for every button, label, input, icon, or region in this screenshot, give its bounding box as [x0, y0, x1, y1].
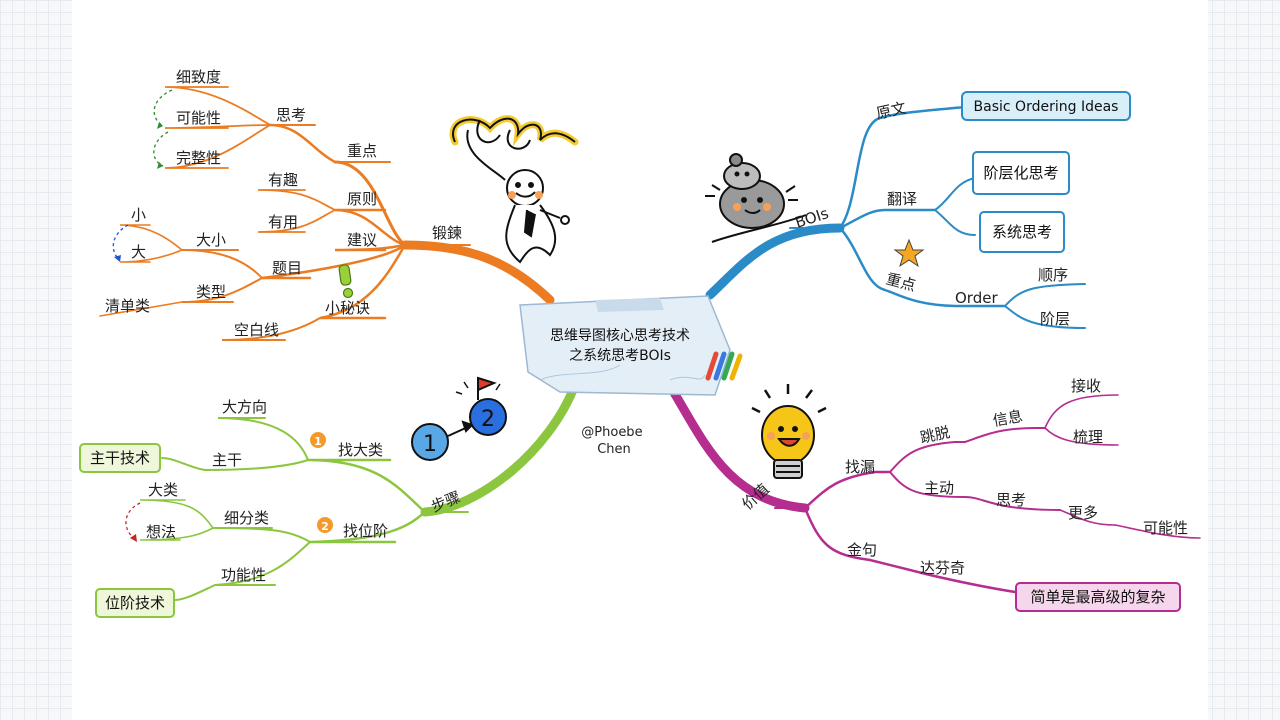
- badge-step1-label: 1: [314, 435, 322, 448]
- box-jiandan[interactable]: 简单是最高级的复杂: [1015, 582, 1181, 612]
- center-title-line1: 思维导图核心思考技术: [550, 328, 690, 344]
- node-order[interactable]: Order: [955, 289, 998, 307]
- node-youqu[interactable]: 有趣: [268, 171, 298, 189]
- badge-step2-label: 2: [321, 520, 329, 533]
- node-daxiao[interactable]: 大小: [196, 231, 226, 249]
- node-timu[interactable]: 题目: [272, 259, 302, 277]
- node-qingdanlei[interactable]: 清单类: [105, 297, 150, 315]
- author-credit: @Phoebe Chen: [581, 425, 646, 457]
- node-zhudong[interactable]: 主动: [924, 479, 954, 497]
- node-kenengxing-jiazhi[interactable]: 可能性: [1143, 519, 1188, 537]
- node-wanzhengxing[interactable]: 完整性: [176, 149, 221, 167]
- node-zhaolou[interactable]: 找漏: [845, 458, 875, 476]
- box-zhugan-jishu-label: 主干技术: [90, 449, 150, 467]
- node-jinju[interactable]: 金句: [847, 541, 877, 559]
- node-yuanwen[interactable]: 原文: [875, 99, 908, 123]
- node-dafenqi[interactable]: 达芬奇: [920, 559, 965, 577]
- node-leixing[interactable]: 类型: [196, 283, 226, 301]
- node-xifenlei[interactable]: 细分类: [224, 509, 269, 527]
- badge-step1: 1: [310, 432, 326, 448]
- node-jianyi[interactable]: 建议: [347, 231, 377, 249]
- node-da[interactable]: 大: [131, 243, 146, 261]
- node-jieceng[interactable]: 阶层: [1040, 310, 1070, 328]
- node-tiaotuo[interactable]: 跳脱: [918, 423, 951, 447]
- lightbulb-icon: [751, 384, 827, 479]
- center-title-line2: 之系统思考BOIs: [569, 348, 671, 364]
- node-xiaomijue[interactable]: 小秘诀: [325, 299, 370, 317]
- node-shuli[interactable]: 梳理: [1073, 428, 1103, 446]
- box-basic-ordering-ideas[interactable]: Basic Ordering Ideas: [961, 91, 1131, 121]
- node-zhugan[interactable]: 主干: [212, 451, 242, 469]
- arrowhead-icon: [130, 534, 137, 542]
- node-shunxu[interactable]: 顺序: [1038, 266, 1068, 284]
- box-weijie-jishu-label: 位阶技术: [105, 594, 165, 612]
- arrowhead-icon: [157, 162, 163, 169]
- box-basic-ordering-ideas-label: Basic Ordering Ideas: [974, 99, 1119, 115]
- box-zhugan-jishu[interactable]: 主干技术: [79, 443, 161, 473]
- badge-step2: 2: [317, 517, 333, 533]
- sequence-arrow-xifenlei: [125, 502, 141, 541]
- box-jiecenghua[interactable]: 阶层化思考: [972, 151, 1070, 195]
- box-xitongsikao-label: 系统思考: [992, 223, 1052, 241]
- node-kongbaixian[interactable]: 空白线: [234, 321, 279, 339]
- node-zhongdian[interactable]: 重点: [347, 142, 377, 160]
- node-kenengxing[interactable]: 可能性: [176, 109, 221, 127]
- node-duanlian[interactable]: 锻鍊: [432, 224, 462, 242]
- star-icon: [893, 238, 925, 268]
- labels-jiazhi: 价值 找漏 跳脱 信息 接收 梳理 主动 思考 更多 可能性 金句 达芬奇: [738, 377, 1188, 577]
- box-jiandan-label: 简单是最高级的复杂: [1030, 588, 1165, 606]
- node-zhaodalei[interactable]: 找大类: [338, 441, 383, 459]
- node-sikao[interactable]: 思考: [276, 106, 306, 124]
- node-xizhidu[interactable]: 细致度: [176, 68, 221, 86]
- sequence-arrow-daxiao: [112, 224, 129, 261]
- arrowhead-icon: [157, 122, 163, 129]
- node-youyong[interactable]: 有用: [268, 213, 298, 231]
- markers-icon: [705, 351, 743, 381]
- step-progress-icon: 1 2: [411, 376, 507, 461]
- step-figure-one: 1: [423, 432, 437, 457]
- node-sikao-jiazhi[interactable]: 思考: [996, 491, 1026, 509]
- node-dalei[interactable]: 大类: [148, 481, 178, 499]
- stick-figure-lasso-icon: [449, 115, 579, 264]
- node-jieshou[interactable]: 接收: [1071, 377, 1101, 395]
- center-topic[interactable]: 思维导图核心思考技术 之系统思考BOIs: [519, 295, 743, 396]
- box-weijie-jishu[interactable]: 位阶技术: [95, 588, 175, 618]
- box-xitongsikao[interactable]: 系统思考: [979, 211, 1065, 253]
- node-fanyi[interactable]: 翻译: [887, 190, 917, 208]
- node-zhaoweijie[interactable]: 找位阶: [343, 522, 388, 540]
- node-xiangfa[interactable]: 想法: [146, 523, 176, 541]
- exclamation-icon: [338, 264, 354, 299]
- branch-duanlian: [99, 86, 555, 341]
- node-yuanze[interactable]: 原则: [347, 190, 377, 208]
- labels-buzhou: 步骤 找大类 大方向 主干 找位阶 细分类 大类 想法 功能性: [146, 398, 463, 584]
- node-gongnengxing[interactable]: 功能性: [221, 566, 266, 584]
- box-jiecenghua-label: 阶层化思考: [983, 164, 1058, 182]
- labels-duanlian: 锻鍊 重点 思考 细致度 可能性 完整性 原则 有趣 有用 建议 题目 大小 小…: [105, 68, 462, 339]
- branch-buzhou: [139, 380, 580, 601]
- arrowhead-icon: [114, 255, 121, 262]
- branch-bois: [705, 105, 1086, 329]
- node-xinxi[interactable]: 信息: [991, 407, 1024, 430]
- blob-figures-icon: [705, 153, 807, 243]
- node-dafangxiang[interactable]: 大方向: [222, 398, 267, 416]
- step-figure-two: 2: [481, 407, 495, 432]
- node-gengduo[interactable]: 更多: [1068, 504, 1098, 522]
- node-xiao[interactable]: 小: [131, 206, 146, 224]
